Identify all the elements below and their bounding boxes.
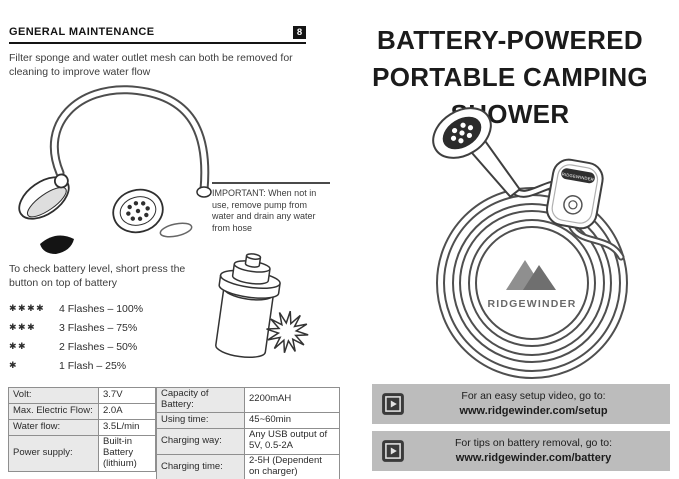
flash-level-row: ✱✱✱ 3 Flashes – 75% xyxy=(9,318,143,337)
spec-tables: Volt: 3.7V Max. Electric Flow: 2.0A Wate… xyxy=(8,387,340,479)
pump-label-text: RIDGEWINDER xyxy=(561,171,594,182)
flash-label: 2 Flashes – 50% xyxy=(59,340,138,353)
header-divider xyxy=(9,42,306,44)
product-illustration: RIDGEWINDER RIDGEWINDER xyxy=(432,107,628,379)
spec-value-cell: 2-5H (Dependent on charger) xyxy=(244,453,340,479)
press-starburst xyxy=(266,310,309,354)
pump-body xyxy=(215,253,309,359)
spec-value-cell: 3.7V xyxy=(98,387,156,404)
spec-value-cell: 3.5L/min xyxy=(98,419,156,436)
spec-label-cell: Charging time: xyxy=(156,453,245,479)
video-icon xyxy=(382,393,404,415)
flash-stars: ✱✱✱✱ xyxy=(9,303,46,313)
page-number-badge: 8 xyxy=(293,26,306,39)
shower-head-hose-illustration xyxy=(18,85,212,254)
flash-label: 4 Flashes – 100% xyxy=(59,302,144,315)
spec-table-right: Capacity of Battery: 2200mAH Using time:… xyxy=(156,387,340,479)
spec-label-cell: Power supply: xyxy=(8,435,99,472)
important-note: IMPORTANT: When not in use, remove pump … xyxy=(212,182,330,234)
gasket-ring xyxy=(159,222,193,238)
spec-value-cell: 2.0A xyxy=(98,403,156,420)
product-title: BATTERY-POWERED PORTABLE CAMPING SHOWER xyxy=(348,22,672,133)
title-line: BATTERY-POWERED xyxy=(377,25,643,55)
setup-banner-line1: For an easy setup video, go to: xyxy=(461,390,606,403)
hose xyxy=(49,85,212,198)
flash-stars: ✱✱ xyxy=(9,341,28,351)
spec-label-cell: Max. Electric Flow: xyxy=(8,403,99,420)
hose-coil xyxy=(436,187,628,379)
spec-label-cell: Charging way: xyxy=(156,427,245,455)
flash-level-row: ✱✱ 2 Flashes – 50% xyxy=(9,337,143,356)
spec-value-cell: Built-in Battery (lithium) xyxy=(98,435,156,472)
flash-level-row: ✱✱✱✱ 4 Flashes – 100% xyxy=(9,299,143,318)
pump-unit: RIDGEWINDER xyxy=(546,158,604,230)
spec-label-cell: Using time: xyxy=(156,411,245,429)
spec-table-left: Volt: 3.7V Max. Electric Flow: 2.0A Wate… xyxy=(8,387,156,472)
battery-tips-banner: For tips on battery removal, go to: www.… xyxy=(372,431,670,471)
spec-value-cell: 2200mAH xyxy=(244,387,340,413)
intro-text: Filter sponge and water outlet mesh can … xyxy=(9,52,293,78)
battery-banner-line1: For tips on battery removal, go to: xyxy=(455,437,612,450)
brand-logo: RIDGEWINDER xyxy=(487,260,576,310)
battery-banner-text: For tips on battery removal, go to: www.… xyxy=(405,437,670,465)
flash-level-row: ✱ 1 Flash – 25% xyxy=(9,356,143,375)
spec-value-cell: Any USB output of 5V, 0.5-2A xyxy=(244,427,340,455)
title-line: PORTABLE CAMPING xyxy=(372,62,648,92)
filter-sponge xyxy=(40,235,74,254)
spec-label-cell: Capacity of Battery: xyxy=(156,387,245,413)
section-title: GENERAL MAINTENANCE xyxy=(9,26,155,38)
flash-stars: ✱✱✱ xyxy=(9,322,37,332)
setup-url: www.ridgewinder.com/setup xyxy=(459,404,608,417)
flash-label: 3 Flashes – 75% xyxy=(59,321,138,334)
shower-head xyxy=(432,107,492,159)
shower-head xyxy=(18,173,70,220)
spec-label-cell: Volt: xyxy=(8,387,99,404)
brand-text: RIDGEWINDER xyxy=(487,298,576,310)
setup-video-banner: For an easy setup video, go to: www.ridg… xyxy=(372,384,670,424)
battery-check-text: To check battery level, short press the … xyxy=(9,263,186,289)
setup-banner-text: For an easy setup video, go to: www.ridg… xyxy=(405,390,670,418)
spec-value-cell: 45~60min xyxy=(244,411,340,429)
pump-button-illustration xyxy=(215,253,309,359)
filter-mesh-disc xyxy=(112,188,164,234)
video-icon xyxy=(382,440,404,462)
flash-label: 1 Flash – 25% xyxy=(59,359,127,372)
spec-label-cell: Water flow: xyxy=(8,419,99,436)
battery-url: www.ridgewinder.com/battery xyxy=(455,451,612,464)
flash-stars: ✱ xyxy=(9,360,19,370)
battery-flash-list: ✱✱✱✱ 4 Flashes – 100% ✱✱✱ 3 Flashes – 75… xyxy=(9,299,143,375)
